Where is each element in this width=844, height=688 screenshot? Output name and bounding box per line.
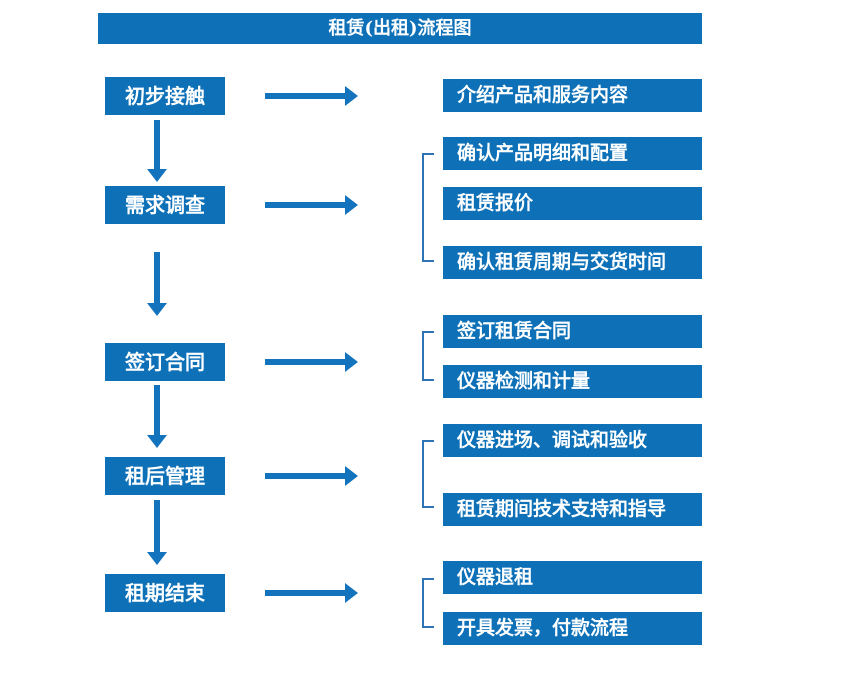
group-bracket-demand-survey — [422, 153, 434, 262]
arrow-shaft — [265, 590, 347, 596]
detail-box-instrument-testing: 仪器检测和计量 — [443, 365, 702, 398]
down-arrow-icon-2 — [147, 252, 167, 316]
arrow-shaft — [265, 359, 347, 365]
detail-box-confirm-config: 确认产品明细和配置 — [443, 137, 702, 170]
down-arrow-icon-1 — [147, 120, 167, 182]
group-bracket-post-rental — [422, 440, 434, 508]
detail-box-rental-quote: 租赁报价 — [443, 187, 702, 220]
group-bracket-rental-end — [422, 578, 434, 628]
right-arrow-icon-2 — [265, 195, 358, 215]
arrow-shaft — [265, 473, 347, 479]
stage-box-post-rental-mgmt: 租后管理 — [105, 457, 225, 495]
arrow-head — [345, 466, 358, 486]
right-arrow-icon-1 — [265, 86, 358, 106]
down-arrow-icon-3 — [147, 385, 167, 448]
detail-box-sign-rental-contract: 签订租赁合同 — [443, 315, 702, 348]
flowchart-title: 租赁(出租)流程图 — [328, 18, 472, 39]
stage-box-sign-contract: 签订合同 — [105, 343, 225, 381]
arrow-shaft — [265, 93, 347, 99]
detail-box-instrument-entry: 仪器进场、调试和验收 — [443, 424, 702, 457]
arrow-shaft — [154, 500, 160, 554]
right-arrow-icon-4 — [265, 466, 358, 486]
stage-box-initial-contact: 初步接触 — [105, 77, 225, 115]
right-arrow-icon-5 — [265, 583, 358, 603]
detail-box-confirm-period: 确认租赁周期与交货时间 — [443, 246, 702, 279]
detail-box-intro-products: 介绍产品和服务内容 — [443, 79, 702, 112]
arrow-shaft — [154, 120, 160, 171]
arrow-shaft — [265, 202, 347, 208]
arrow-head — [345, 86, 358, 106]
stage-box-rental-end: 租期结束 — [105, 574, 225, 612]
arrow-head — [147, 435, 167, 448]
arrow-head — [147, 552, 167, 565]
arrow-shaft — [154, 252, 160, 305]
arrow-head — [345, 352, 358, 372]
detail-box-tech-support: 租赁期间技术支持和指导 — [443, 493, 702, 526]
detail-box-instrument-return: 仪器退租 — [443, 561, 702, 594]
arrow-head — [147, 303, 167, 316]
arrow-head — [147, 169, 167, 182]
right-arrow-icon-3 — [265, 352, 358, 372]
flowchart-title-bar: 租赁(出租)流程图 — [98, 13, 702, 44]
stage-box-demand-survey: 需求调查 — [105, 186, 225, 224]
group-bracket-sign-contract — [422, 331, 434, 381]
detail-box-invoice-payment: 开具发票，付款流程 — [443, 612, 702, 645]
down-arrow-icon-4 — [147, 500, 167, 565]
arrow-head — [345, 583, 358, 603]
arrow-head — [345, 195, 358, 215]
arrow-shaft — [154, 385, 160, 437]
